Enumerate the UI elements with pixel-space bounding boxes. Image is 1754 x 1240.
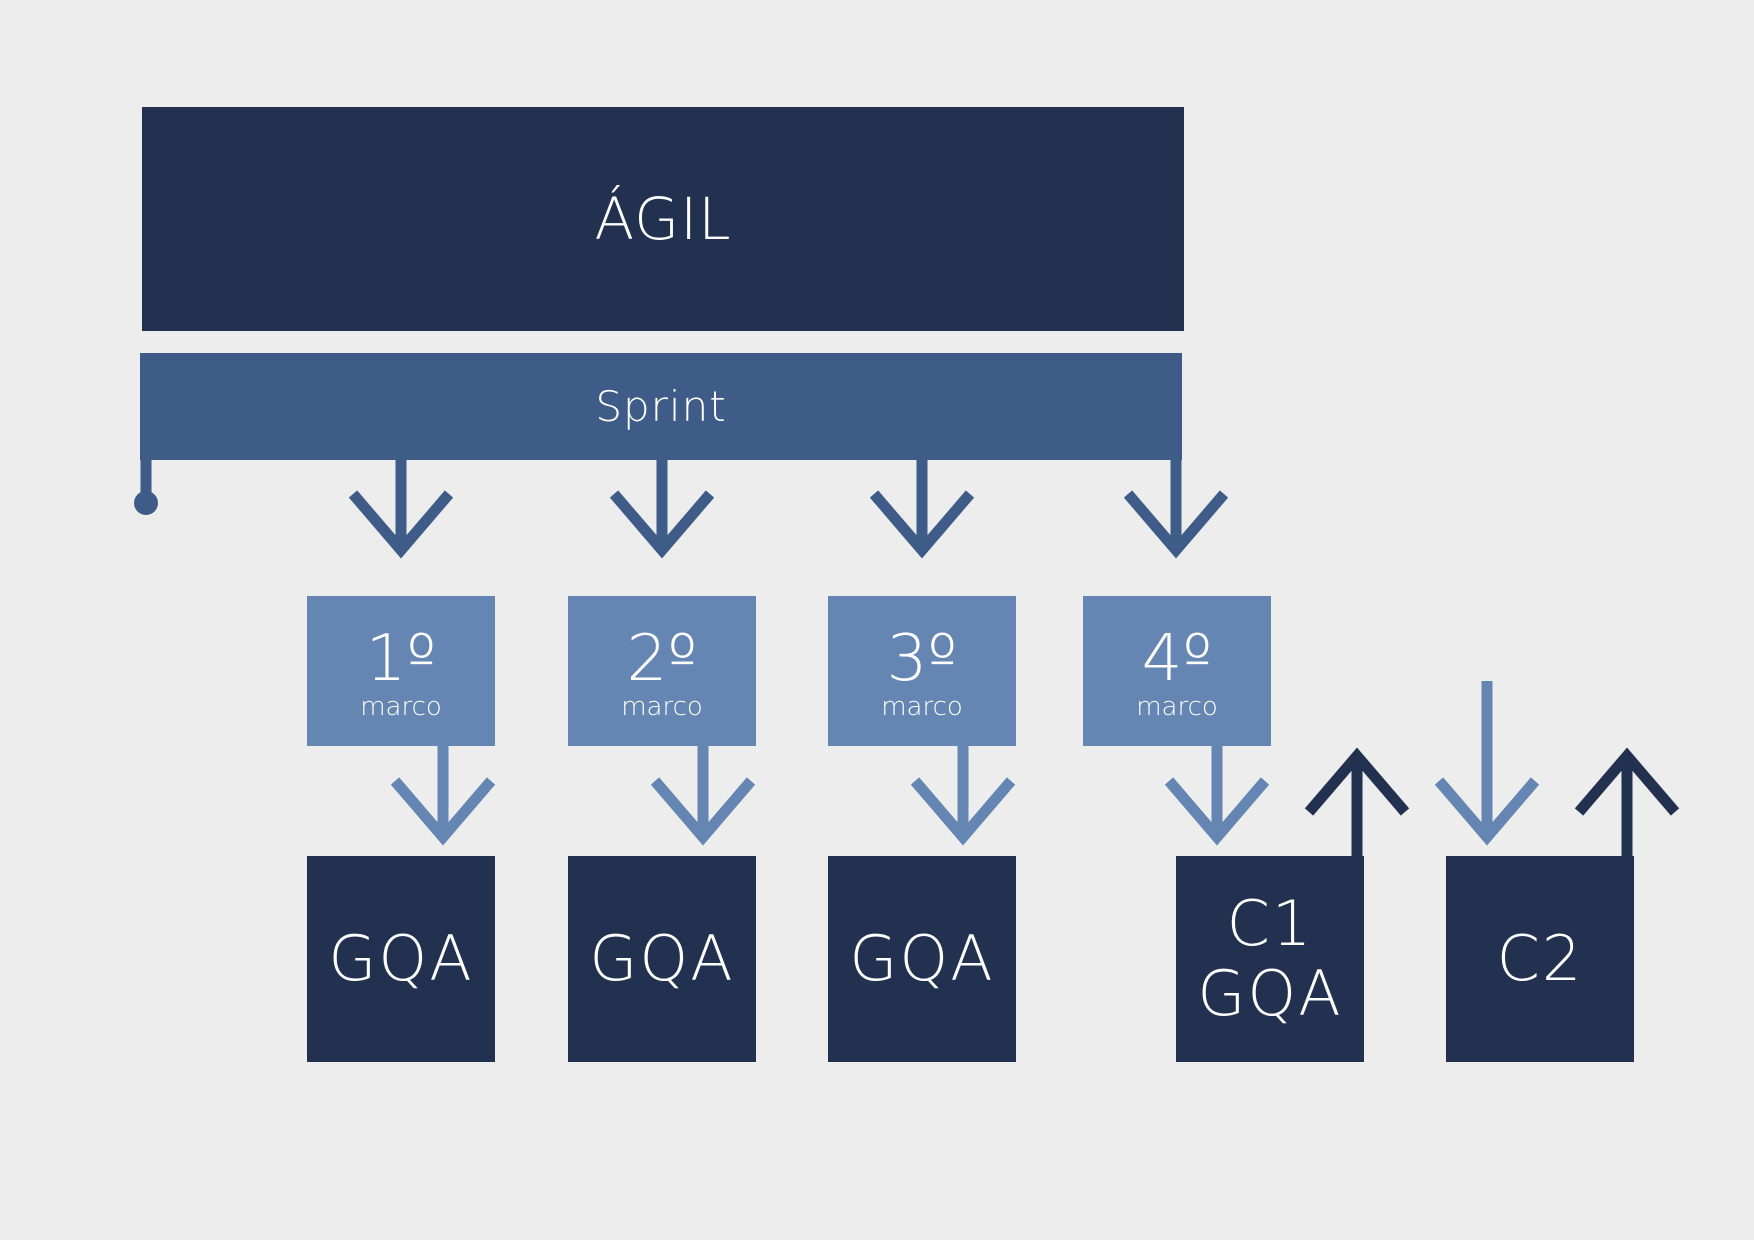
deliverable-line1: C1 [1226, 887, 1314, 960]
milestone-1: 1º marco [307, 596, 495, 746]
deliverable-line1: GQA [849, 922, 995, 995]
milestone-2: 2º marco [568, 596, 756, 746]
deliverable-gqa-2: GQA [568, 856, 756, 1062]
milestone-sub: marco [360, 692, 442, 722]
deliverable-gqa-1: GQA [307, 856, 495, 1062]
arrow-sprint-to-milestone-4-head [1123, 490, 1229, 559]
sprint-bar: Sprint [140, 353, 1182, 460]
milestone-sub: marco [1136, 692, 1218, 722]
arrow-down-to-c2-head [1434, 777, 1540, 846]
sprint-stub-dot [134, 491, 158, 515]
sprint-label: Sprint [595, 382, 727, 431]
milestone-3: 3º marco [828, 596, 1016, 746]
arrow-up-from-c2-head [1574, 747, 1680, 816]
deliverable-line1: GQA [328, 922, 474, 995]
milestone-4: 4º marco [1083, 596, 1271, 746]
deliverable-line1: GQA [589, 922, 735, 995]
milestone-number: 1º [365, 622, 437, 696]
arrow-milestone-4-to-c1-head [1164, 777, 1270, 846]
milestone-number: 4º [1141, 622, 1213, 696]
agil-block: ÁGIL [142, 107, 1184, 331]
deliverable-c1-gqa: C1 GQA [1176, 856, 1364, 1062]
deliverable-gqa-3: GQA [828, 856, 1016, 1062]
milestone-number: 3º [886, 622, 958, 696]
arrow-milestone-2-to-gqa-head [650, 777, 756, 846]
milestone-number: 2º [626, 622, 698, 696]
arrow-sprint-to-milestone-3-head [869, 490, 975, 559]
arrow-sprint-to-milestone-2-head [609, 490, 715, 559]
milestone-sub: marco [881, 692, 963, 722]
arrow-milestone-1-to-gqa-head [390, 777, 496, 846]
arrow-sprint-to-milestone-1-head [348, 490, 454, 559]
deliverable-line1: C2 [1496, 922, 1584, 995]
arrow-milestone-3-to-gqa-head [910, 777, 1016, 846]
deliverable-line2: GQA [1197, 957, 1343, 1030]
agil-label: ÁGIL [594, 185, 732, 253]
milestone-sub: marco [621, 692, 703, 722]
arrow-up-from-c1-head [1304, 747, 1410, 816]
deliverable-c2: C2 [1446, 856, 1634, 1062]
